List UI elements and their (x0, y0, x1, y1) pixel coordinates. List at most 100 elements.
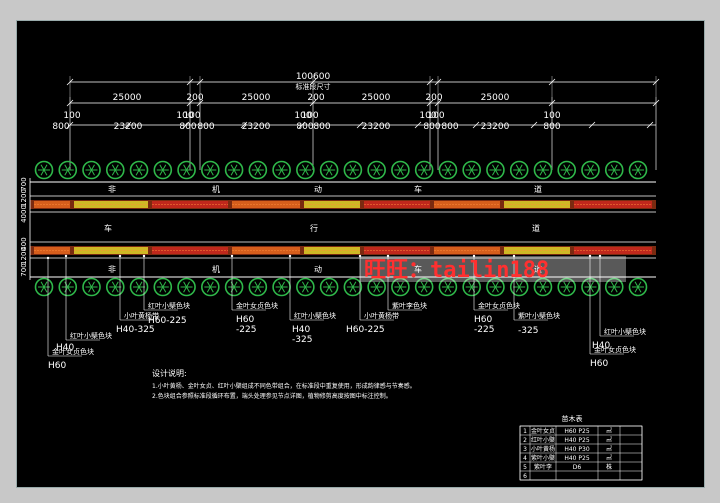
tree-branch (304, 286, 309, 293)
lower-dimension-label: 800 (313, 122, 330, 132)
tree-branch (542, 286, 547, 293)
tree-branch (67, 169, 72, 176)
plant-callout: 紫叶李色块 (386, 254, 427, 311)
main-lane-label: 行 (310, 223, 318, 233)
tree-canopy (129, 277, 149, 297)
tree-symbol (557, 277, 577, 297)
tree-branch (40, 169, 45, 176)
tree-symbol (34, 277, 54, 297)
lower-dimension-label: 800 (543, 122, 560, 132)
tree-branch (254, 281, 259, 288)
tree-branch (257, 286, 262, 293)
tree-branch (471, 164, 476, 171)
callout-anchor-dot (472, 254, 476, 258)
lower-dimension-label: 800 (441, 122, 458, 132)
tree-branch (515, 169, 520, 176)
tree-canopy (486, 160, 505, 180)
tree-branch (304, 281, 309, 288)
tree-branch (91, 169, 95, 176)
tree-symbol (82, 277, 101, 297)
tree-branch (254, 169, 259, 176)
tree-canopy (367, 160, 386, 180)
tree-canopy (438, 277, 458, 297)
tree-symbol (272, 160, 291, 180)
tree-branch (206, 286, 211, 293)
lower-dimension-label: 23200 (242, 122, 271, 132)
upper-dimension-label: 25000 (481, 93, 510, 103)
tree-branch (111, 164, 116, 171)
lower-dimension-label: 800 (296, 122, 313, 132)
tree-branch (159, 169, 164, 176)
tree-branch (186, 286, 190, 293)
callout-label: 金叶女贞色块 (236, 301, 278, 310)
tree-branch (162, 281, 167, 288)
tree-branch (634, 164, 639, 171)
tree-branch (325, 286, 330, 293)
tree-symbol (177, 277, 196, 297)
callout-anchor-dot (358, 254, 362, 258)
tree-canopy (177, 277, 196, 297)
tree-branch (590, 286, 594, 293)
tree-branch (373, 169, 378, 176)
tree-symbol (533, 277, 553, 297)
tree-branch (563, 164, 568, 171)
tree-branch (542, 281, 547, 288)
tree-branch (40, 286, 45, 293)
lower-hedge-strips (34, 247, 652, 254)
lower-dimension-label: 100 (294, 111, 311, 121)
tree-branch (43, 169, 48, 176)
tree-branch (563, 281, 568, 288)
callout-spec: H60 (48, 361, 66, 371)
tree-branch (542, 169, 547, 176)
callout-label: 紫叶小檗色块 (518, 311, 560, 320)
tree-branch (111, 169, 116, 176)
dimension-tick (356, 121, 364, 129)
tree-canopy (34, 160, 54, 180)
tree-branch (492, 286, 496, 293)
tree-symbol (105, 160, 125, 180)
tree-branch (159, 281, 164, 288)
tree-canopy (153, 160, 173, 180)
tree-symbol (34, 160, 54, 180)
tree-branch (613, 281, 618, 288)
tree-branch (40, 281, 45, 288)
tree-branch (637, 281, 642, 288)
lower-lane-label: 车 (414, 264, 422, 274)
tree-branch (399, 169, 404, 176)
upper-dimension-label: 25000 (242, 93, 271, 103)
tree-branch (206, 164, 211, 171)
tree-branch (566, 169, 571, 176)
tree-branch (88, 164, 92, 171)
tree-canopy (201, 277, 220, 297)
tree-branch (230, 286, 235, 293)
tree-branch (209, 169, 214, 176)
callout-anchor-dot (598, 254, 602, 258)
tree-branch (495, 281, 499, 288)
dimension-tick (298, 121, 306, 129)
top-tree-row (34, 160, 648, 180)
tree-symbol (486, 160, 505, 180)
tree-branch (186, 169, 190, 176)
table-cell: ㎡ (606, 454, 612, 462)
tree-branch (518, 281, 523, 288)
tree-branch (114, 164, 119, 171)
side-dimension-top: 1200 (20, 189, 28, 207)
tree-symbol (129, 277, 149, 297)
tree-symbol (509, 160, 529, 180)
dimension-tick (646, 121, 654, 129)
tree-branch (325, 169, 330, 176)
tree-branch (468, 281, 473, 288)
tree-symbol (82, 160, 101, 180)
tree-canopy (604, 160, 624, 180)
callout-anchor-dot (588, 254, 592, 258)
callout-spec: -225 (236, 325, 256, 335)
road-cross-section: 非机动车道车行道非机动车道 (30, 181, 656, 278)
tree-symbol (296, 160, 315, 180)
callout-anchor-dot (288, 254, 292, 258)
tree-branch (637, 169, 642, 176)
tree-branch (328, 169, 333, 176)
